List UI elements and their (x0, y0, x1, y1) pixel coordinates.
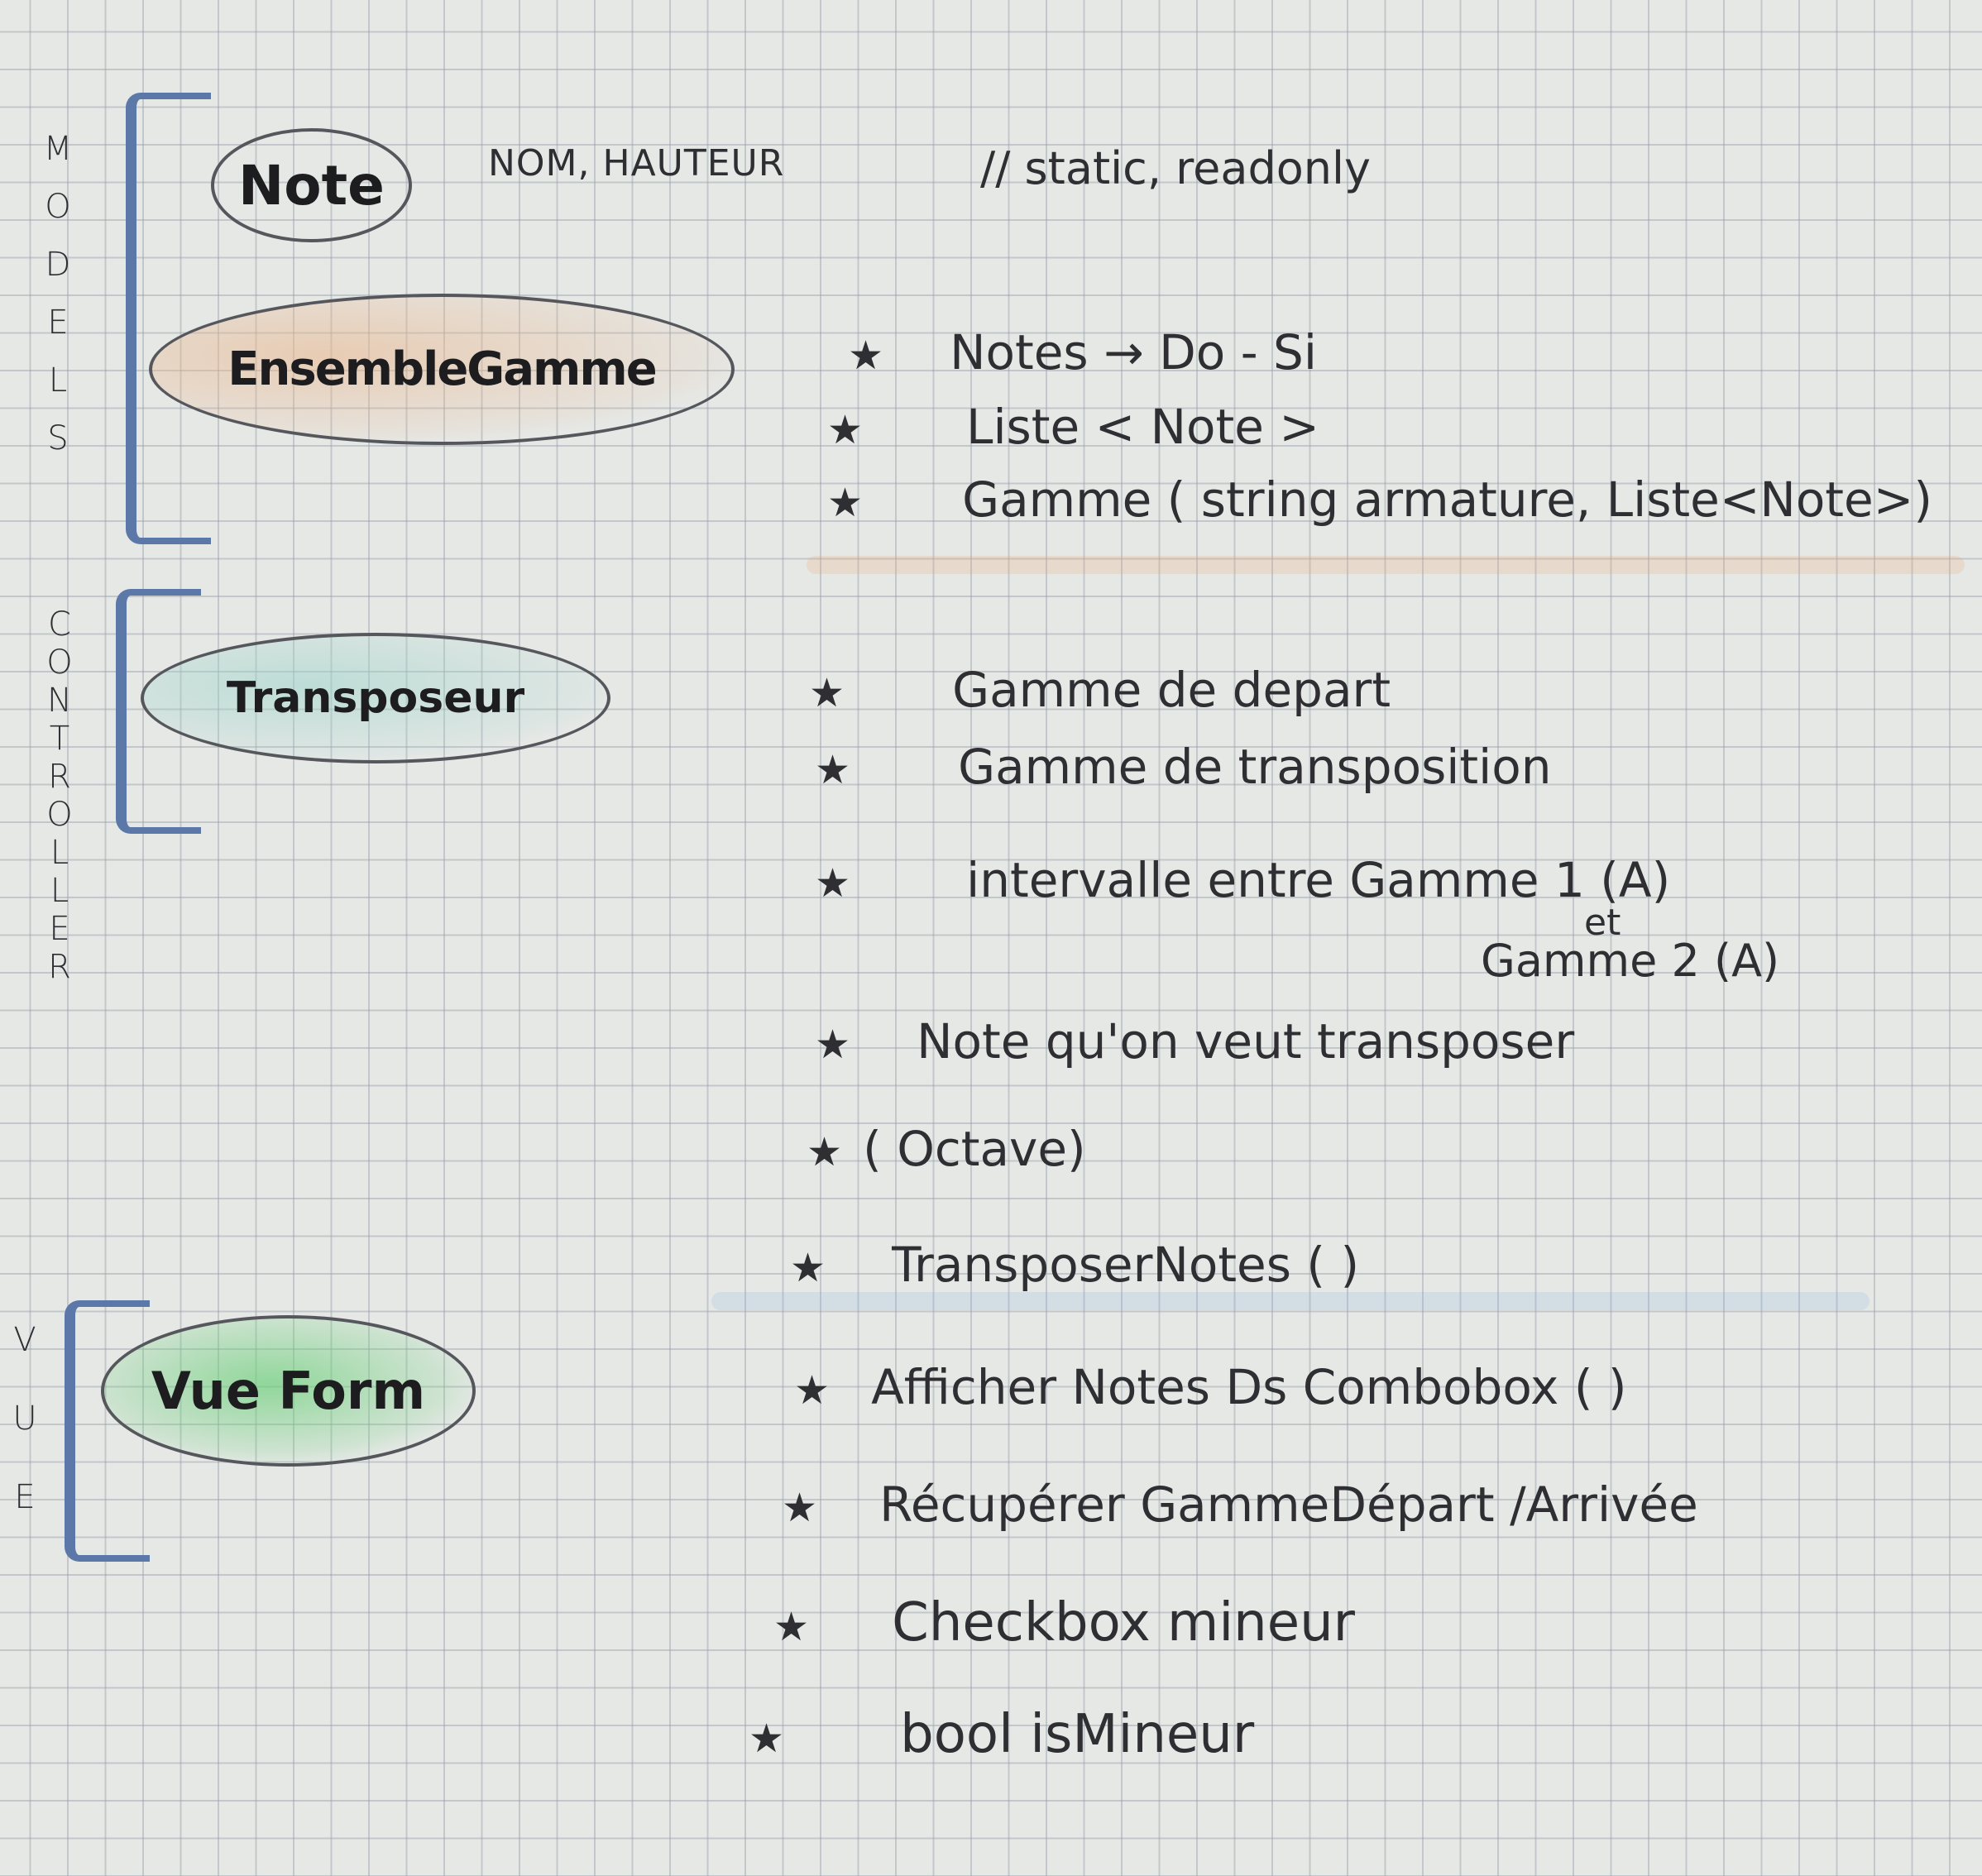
star-bullet-icon: ★ (807, 1129, 843, 1175)
star-bullet-icon: ★ (815, 860, 851, 907)
star-bullet-icon: ★ (827, 407, 864, 453)
vue-bracket (65, 1300, 150, 1562)
vue-form-class-oval: Vue Form (101, 1315, 476, 1467)
section-letter: C (48, 605, 71, 644)
section-letter: R (48, 948, 71, 986)
section-letter: N (47, 682, 72, 720)
section-letter: E (47, 304, 69, 342)
interval-gamme-2: Gamme 2 (A) (1481, 935, 1780, 987)
models-section-label: M O D E L S (33, 132, 83, 480)
section-letter: D (45, 246, 71, 284)
interval-et: et (1584, 902, 1621, 944)
star-bullet-icon: ★ (790, 1245, 826, 1291)
vue-section-label: V U E (0, 1323, 50, 1559)
blue-highlight-stroke (711, 1292, 1869, 1310)
vue-form-class-name: Vue Form (151, 1361, 426, 1421)
vue-item: ★ bool isMineur (749, 1704, 1255, 1765)
star-bullet-icon: ★ (749, 1716, 785, 1762)
ensemble-item: ★ Gamme ( string armature, Liste<Note>) (827, 471, 1932, 528)
transposeur-item: ★ Gamme de transposition (815, 739, 1552, 795)
section-letter: E (49, 910, 70, 948)
note-class-name: Note (238, 153, 385, 218)
transposeur-item: ★ intervalle entre Gamme 1 (A) (815, 852, 1671, 908)
ensemble-item: ★ Liste < Note > (827, 399, 1319, 455)
star-bullet-icon: ★ (809, 670, 845, 716)
section-letter: S (47, 419, 69, 457)
section-letter: L (50, 834, 69, 872)
transposeur-item: ★ Note qu'on veut transposer (815, 1013, 1575, 1070)
transposeur-item: ★ Gamme de depart (809, 662, 1391, 718)
section-letter: T (49, 720, 70, 758)
vue-item: ★ Checkbox mineur (773, 1592, 1355, 1653)
section-letter: E (14, 1478, 36, 1516)
controller-bracket (116, 589, 201, 834)
controller-section-label: C O N T R O L L E R (35, 608, 84, 988)
note-fields: NOM, HAUTEUR (488, 142, 785, 184)
transposeur-class-oval: Transposeur (141, 633, 610, 763)
transposeur-class-name: Transposeur (226, 673, 525, 723)
section-letter: V (13, 1321, 36, 1359)
transposeur-item: ★ TransposerNotes ( ) (790, 1237, 1360, 1293)
star-bullet-icon: ★ (773, 1604, 810, 1650)
section-letter: R (48, 758, 71, 796)
note-comment: // static, readonly (980, 142, 1371, 194)
note-class-oval: Note (211, 128, 412, 242)
section-letter: M (43, 130, 73, 168)
transposeur-item: ★ ( Octave) (807, 1121, 1086, 1177)
star-bullet-icon: ★ (815, 1022, 851, 1068)
vue-item: ★ Récupérer GammeDépart /Arrivée (782, 1476, 1698, 1533)
section-letter: U (12, 1400, 37, 1438)
vue-item: ★ Afficher Notes Ds Combobox ( ) (794, 1359, 1627, 1415)
star-bullet-icon: ★ (794, 1367, 831, 1414)
star-bullet-icon: ★ (848, 333, 884, 379)
ensemble-gamme-class-oval: EnsembleGamme (149, 294, 735, 445)
section-letter: L (50, 872, 69, 910)
section-letter: L (48, 361, 68, 400)
models-bracket (126, 93, 211, 544)
section-letter: O (46, 644, 73, 682)
star-bullet-icon: ★ (782, 1485, 818, 1531)
ensemble-item: ★ Notes → Do - Si (848, 324, 1317, 380)
ensemble-gamme-class-name: EnsembleGamme (227, 342, 657, 396)
orange-highlight-stroke (807, 556, 1965, 574)
section-letter: O (45, 188, 71, 226)
star-bullet-icon: ★ (815, 747, 851, 793)
star-bullet-icon: ★ (827, 480, 864, 526)
section-letter: O (46, 796, 73, 834)
